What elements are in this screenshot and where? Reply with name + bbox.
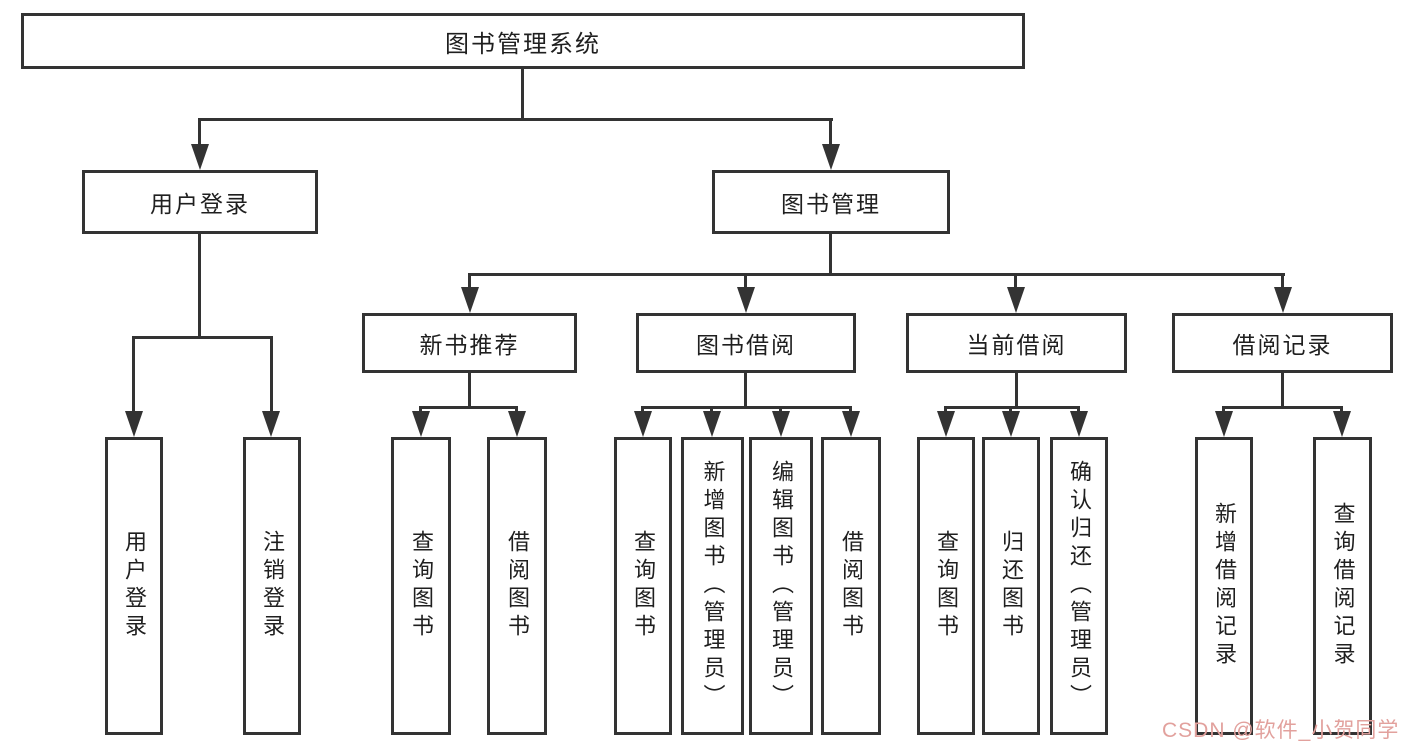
arrow-down-icon xyxy=(412,411,430,437)
connector-line xyxy=(1340,406,1343,411)
connector-line xyxy=(1223,406,1343,409)
connector-line xyxy=(642,406,852,409)
connector-line xyxy=(779,406,782,411)
connector-line xyxy=(132,336,135,411)
connector-line xyxy=(132,336,273,339)
leaf-borrow-query-label: 查询图书 xyxy=(631,530,656,642)
leaf-borrow-edit-admin: 编辑图书（管理员） xyxy=(749,437,813,735)
connector-line xyxy=(468,273,1285,276)
arrow-down-icon xyxy=(703,411,721,437)
connector-line xyxy=(468,373,471,406)
arrow-down-icon xyxy=(461,287,479,313)
connector-line xyxy=(1222,406,1225,411)
node-root: 图书管理系统 xyxy=(21,13,1025,69)
connector-line xyxy=(1014,273,1017,287)
leaf-current-confirm-admin-label: 确认归还（管理员） xyxy=(1067,460,1092,712)
connector-line xyxy=(515,406,518,411)
leaf-borrow-query: 查询图书 xyxy=(614,437,672,735)
leaf-newbooks-borrow-label: 借阅图书 xyxy=(505,530,530,642)
node-user-login-label: 用户登录 xyxy=(150,191,250,217)
node-current-borrow: 当前借阅 xyxy=(906,313,1127,373)
arrow-down-icon xyxy=(1215,411,1233,437)
connector-line xyxy=(744,373,747,406)
connector-line xyxy=(710,406,713,411)
connector-line xyxy=(1281,273,1284,287)
arrow-down-icon xyxy=(1274,287,1292,313)
leaf-records-add: 新增借阅记录 xyxy=(1195,437,1253,735)
watermark: CSDN @软件_小贺同学 xyxy=(1162,719,1400,742)
leaf-current-query-label: 查询图书 xyxy=(934,530,959,642)
arrow-down-icon xyxy=(191,144,209,170)
connector-line xyxy=(1077,406,1080,411)
connector-line xyxy=(420,406,518,409)
connector-line xyxy=(1281,373,1284,406)
leaf-newbooks-query: 查询图书 xyxy=(391,437,451,735)
connector-line xyxy=(945,406,1080,409)
connector-line xyxy=(198,118,833,121)
arrow-down-icon xyxy=(634,411,652,437)
arrow-down-icon xyxy=(937,411,955,437)
leaf-borrow-book: 借阅图书 xyxy=(821,437,881,735)
leaf-records-query-label: 查询借阅记录 xyxy=(1330,502,1356,670)
node-current-borrow-label: 当前借阅 xyxy=(966,332,1067,358)
connector-line xyxy=(198,234,201,336)
leaf-borrow-book-label: 借阅图书 xyxy=(839,530,864,642)
connector-line xyxy=(468,273,471,287)
connector-line xyxy=(198,118,201,144)
connector-line xyxy=(744,273,747,287)
node-root-label: 图书管理系统 xyxy=(445,30,601,58)
node-new-books-label: 新书推荐 xyxy=(419,332,520,358)
arrow-down-icon xyxy=(262,411,280,437)
node-book-mgmt-label: 图书管理 xyxy=(781,191,881,217)
arrow-down-icon xyxy=(842,411,860,437)
connector-line xyxy=(1009,406,1012,411)
connector-line xyxy=(270,336,273,411)
arrow-down-icon xyxy=(1002,411,1020,437)
leaf-borrow-add-admin-label: 新增图书（管理员） xyxy=(700,460,726,712)
node-borrow-records-label: 借阅记录 xyxy=(1232,332,1333,358)
arrow-down-icon xyxy=(1070,411,1088,437)
leaf-current-return: 归还图书 xyxy=(982,437,1040,735)
arrow-down-icon xyxy=(1333,411,1351,437)
arrow-down-icon xyxy=(1007,287,1025,313)
connector-line xyxy=(829,234,832,273)
connector-line xyxy=(829,118,832,144)
leaf-newbooks-borrow: 借阅图书 xyxy=(487,437,547,735)
leaf-current-confirm-admin: 确认归还（管理员） xyxy=(1050,437,1108,735)
connector-line xyxy=(944,406,947,411)
leaf-borrow-edit-admin-label: 编辑图书（管理员） xyxy=(769,460,794,712)
node-book-borrow: 图书借阅 xyxy=(636,313,856,373)
connector-line xyxy=(1015,373,1018,406)
arrow-down-icon xyxy=(508,411,526,437)
node-borrow-records: 借阅记录 xyxy=(1172,313,1393,373)
connector-line xyxy=(419,406,422,411)
leaf-records-query: 查询借阅记录 xyxy=(1313,437,1372,735)
arrow-down-icon xyxy=(737,287,755,313)
leaf-current-query: 查询图书 xyxy=(917,437,975,735)
node-user-login: 用户登录 xyxy=(82,170,318,234)
arrow-down-icon xyxy=(822,144,840,170)
node-new-books: 新书推荐 xyxy=(362,313,577,373)
leaf-user-login-label: 用户登录 xyxy=(122,530,147,642)
leaf-newbooks-query-label: 查询图书 xyxy=(409,530,434,642)
connector-line xyxy=(521,69,524,118)
node-book-mgmt: 图书管理 xyxy=(712,170,950,234)
leaf-records-add-label: 新增借阅记录 xyxy=(1212,502,1237,670)
connector-line xyxy=(641,406,644,411)
arrow-down-icon xyxy=(125,411,143,437)
leaf-logout-label: 注销登录 xyxy=(260,530,285,642)
leaf-logout: 注销登录 xyxy=(243,437,301,735)
connector-line xyxy=(849,406,852,411)
arrow-down-icon xyxy=(772,411,790,437)
leaf-current-return-label: 归还图书 xyxy=(999,530,1024,642)
leaf-borrow-add-admin: 新增图书（管理员） xyxy=(681,437,744,735)
leaf-user-login: 用户登录 xyxy=(105,437,163,735)
node-book-borrow-label: 图书借阅 xyxy=(696,332,796,358)
